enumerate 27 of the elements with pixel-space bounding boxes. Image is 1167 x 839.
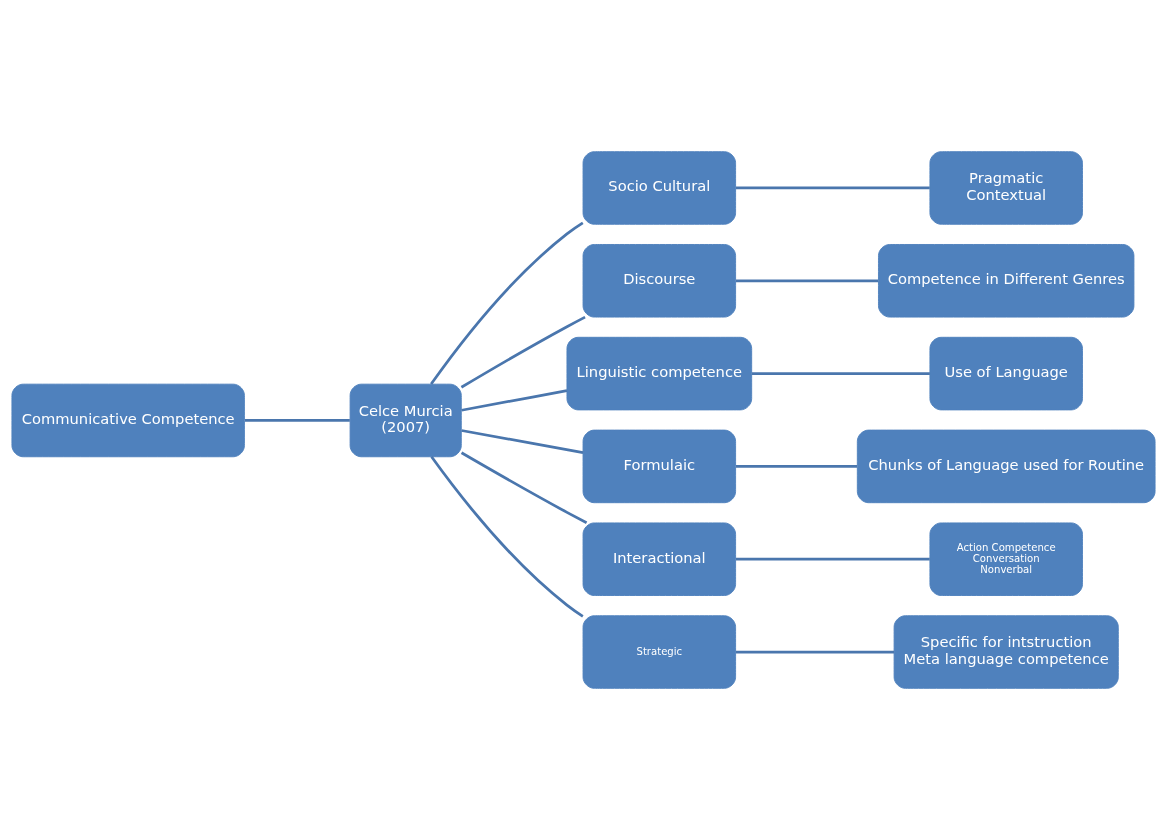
node-box: Linguistic competence: [566, 336, 753, 410]
node-box: Competence in Different Genres: [878, 243, 1135, 318]
connector: [461, 428, 584, 454]
connector: [460, 315, 586, 388]
node-box: Formulaic: [582, 429, 737, 503]
connector: [735, 650, 895, 653]
connector: [430, 455, 584, 617]
node-box: Chunks of Language used for Routine: [856, 429, 1156, 503]
node-box: Communicative Competence: [11, 383, 245, 457]
connector: [735, 557, 930, 561]
node-box: Action Competence Conversation Nonverbal: [929, 521, 1083, 596]
node-box: Pragmatic Contextual: [929, 150, 1083, 225]
connector: [460, 451, 588, 524]
connector: [461, 388, 568, 412]
node-box: Strategic: [582, 614, 737, 689]
connector: [430, 221, 584, 385]
node-box: Socio Cultural: [582, 150, 737, 225]
connector: [735, 278, 879, 282]
node-box: Celce Murcia (2007): [349, 383, 462, 457]
node-box: Use of Language: [929, 336, 1083, 410]
connector: [751, 371, 930, 375]
connector: [735, 464, 858, 468]
node-box: Discourse: [582, 243, 737, 318]
node-box: Interactional: [582, 521, 737, 596]
connector: [735, 186, 930, 189]
node-box: Specific for intstruction Meta language competence: [893, 614, 1119, 689]
connector: [244, 418, 350, 422]
